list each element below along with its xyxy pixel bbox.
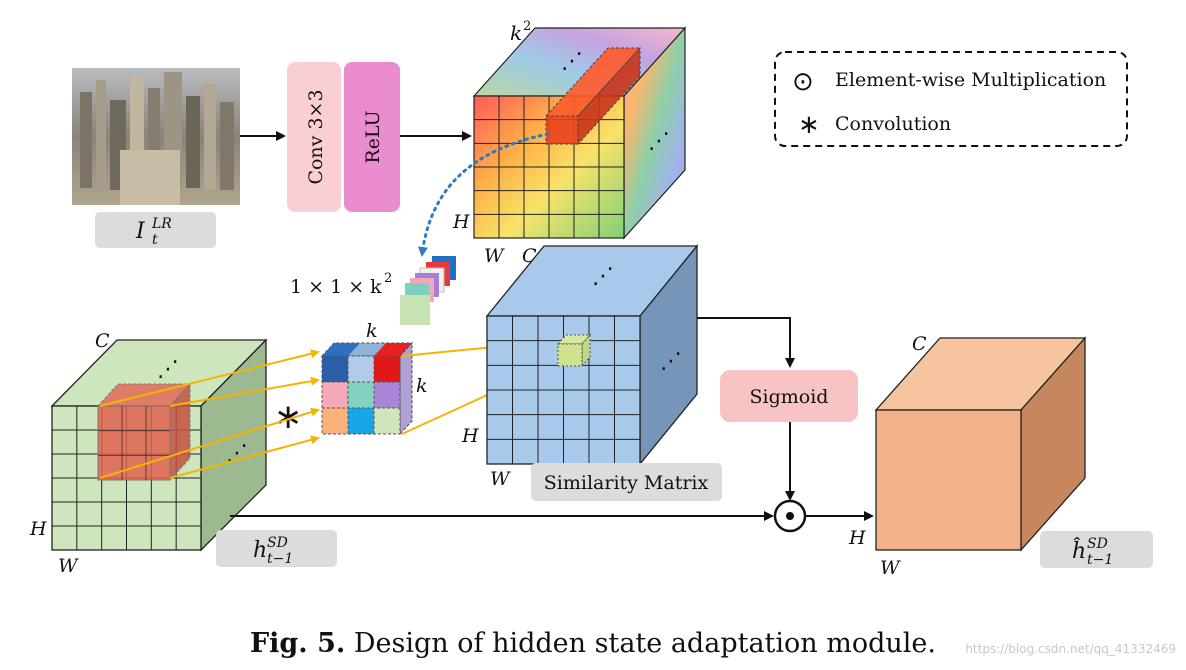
output-dim-w: W xyxy=(880,557,901,579)
arrow-similarity-to-sigmoid xyxy=(697,317,795,368)
kernel-k2-exp: 2 xyxy=(523,19,531,34)
output-cube xyxy=(874,336,1087,552)
input-label-box xyxy=(95,212,216,248)
kernel-k2-label: k xyxy=(510,21,522,45)
relu-block xyxy=(344,62,400,212)
kernel-3x3-k-top: k xyxy=(366,320,378,342)
kernel-ellipsis-side: ⋰ xyxy=(648,129,670,154)
legend-symbol-convolution: ∗ xyxy=(798,110,820,140)
dotted-arrow-kernel-to-filter xyxy=(418,132,550,257)
legend-label-convolution: Convolution xyxy=(835,113,951,135)
input-label: I xyxy=(135,219,146,244)
hidden-in-label-box xyxy=(216,530,337,567)
watermark: https://blog.csdn.net/qq_41332469 xyxy=(965,642,1176,656)
hidden-in-label: h xyxy=(253,538,267,563)
filter-shape-exp: 2 xyxy=(384,271,392,286)
output-label-sub: t−1 xyxy=(1087,552,1113,568)
filter-shape-label: 1 × 1 × k xyxy=(290,276,382,298)
similarity-dim-w: W xyxy=(490,468,511,490)
kernel-cube xyxy=(472,26,687,240)
output-dim-h: H xyxy=(848,527,866,549)
hidden-in-ellipsis-top: ⋰ xyxy=(157,357,179,382)
output-dim-c: C xyxy=(912,333,927,355)
legend-label-multiply: Element-wise Multiplication xyxy=(835,69,1106,91)
legend-box xyxy=(774,51,1128,147)
similarity-matrix-cube xyxy=(485,244,699,466)
kernel-dim-w: W xyxy=(484,245,505,267)
hidden-in-ellipsis-side: ⋰ xyxy=(226,441,248,466)
output-label-sup: SD xyxy=(1087,536,1108,552)
hidden-in-dim-h: H xyxy=(29,518,47,540)
input-label-sub: t xyxy=(152,232,158,248)
input-label-sup: LR xyxy=(151,216,172,232)
output-label: ĥ xyxy=(1072,537,1086,564)
relu-label: ReLU xyxy=(362,110,384,163)
input-image xyxy=(72,68,240,205)
multiply-operator-dot xyxy=(786,512,794,520)
conv-block xyxy=(287,62,341,212)
hidden-in-label-sub: t−1 xyxy=(267,551,293,567)
sigmoid-label: Sigmoid xyxy=(750,386,829,408)
hidden-in-label-sup: SD xyxy=(267,535,288,551)
similarity-ellipsis-top: ⋰ xyxy=(592,264,614,289)
similarity-ellipsis-side: ⋰ xyxy=(660,349,682,374)
sigmoid-block xyxy=(720,370,858,422)
kernel-3x3-k-side: k xyxy=(416,375,428,397)
kernel-dim-h: H xyxy=(452,211,470,233)
figure-caption: Fig. 5. Design of hidden state adaptatio… xyxy=(0,628,1186,659)
conv-label: Conv 3×3 xyxy=(305,89,327,184)
output-label-box xyxy=(1040,531,1153,568)
similarity-label-box xyxy=(531,463,722,501)
caption-prefix: Fig. 5. xyxy=(250,628,346,659)
kernel-ellipsis-top: ⋰ xyxy=(561,49,583,74)
similarity-dim-h: H xyxy=(461,425,479,447)
hidden-in-dim-w: W xyxy=(58,555,79,577)
filter-stack xyxy=(400,256,456,325)
caption-text: Design of hidden state adaptation module… xyxy=(345,628,936,659)
legend-symbol-multiply: ⊙ xyxy=(792,67,814,97)
similarity-label-text: Similarity Matrix xyxy=(544,472,709,494)
hidden-in-dim-c: C xyxy=(95,330,110,352)
kernel-3x3-cube xyxy=(320,341,414,436)
